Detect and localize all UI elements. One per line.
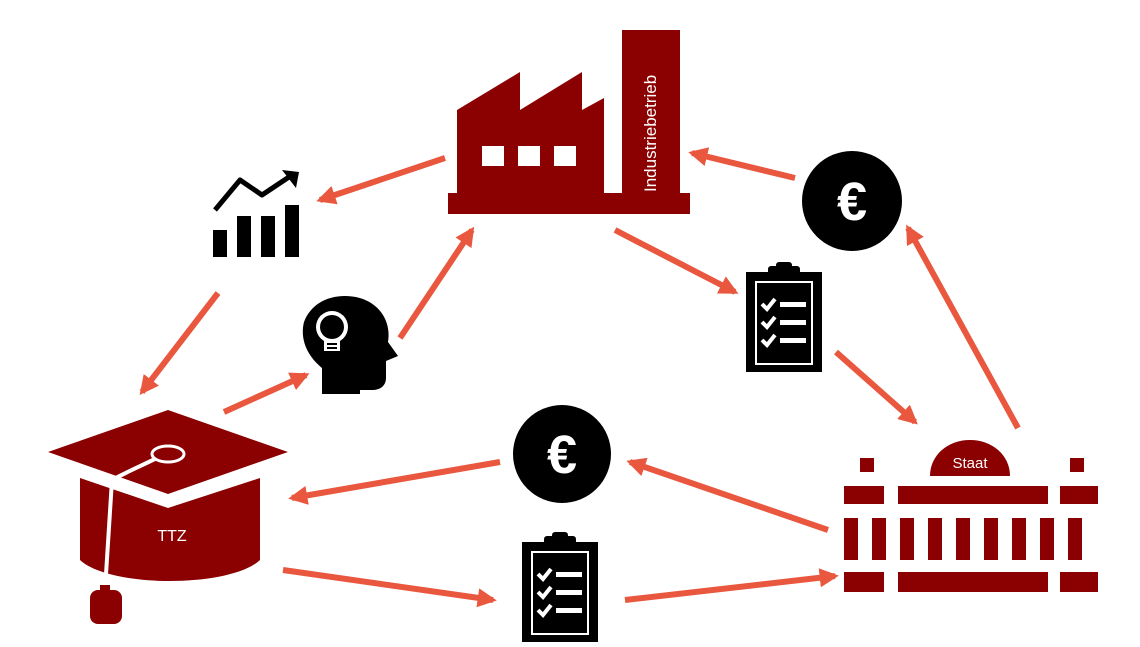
arrows: [139, 147, 1021, 608]
growth-chart-icon: [213, 170, 299, 257]
euro-coin-icon: €: [513, 405, 611, 503]
arrow-clipboard-bottom-to-staat: [624, 568, 839, 603]
arrow-staat-to-euro-mid: [626, 457, 829, 533]
euro-symbol-top: €: [837, 172, 867, 232]
idea-head-icon: [302, 296, 398, 394]
euro-coin-icon: €: [802, 151, 902, 251]
arrow-idea-to-factory: [397, 226, 475, 340]
arrow-euro-mid-to-ttz: [288, 459, 501, 505]
arrow-staat-to-euro-top: [905, 224, 1021, 430]
arrow-clipboard-to-staat: [834, 349, 918, 425]
arrow-chart-to-ttz: [139, 291, 221, 396]
clipboard-checklist-icon: [522, 532, 598, 642]
ttz-label: TTZ: [157, 528, 187, 545]
factory-label: Industriebetrieb: [641, 75, 660, 192]
arrow-ttz-to-clipboard-bottom: [282, 567, 497, 608]
government-building-icon: Staat: [844, 440, 1098, 592]
arrow-factory-to-chart: [316, 155, 446, 205]
euro-symbol-mid: €: [547, 425, 577, 485]
factory-icon: Industriebetrieb: [448, 30, 690, 214]
graduation-cap-icon: TTZ: [48, 410, 288, 624]
arrow-ttz-to-idea: [222, 372, 310, 415]
arrow-factory-to-clipboard: [613, 227, 739, 295]
clipboard-checklist-icon: [746, 262, 822, 372]
arrow-euro-top-to-factory: [688, 147, 796, 181]
staat-label: Staat: [952, 455, 988, 472]
